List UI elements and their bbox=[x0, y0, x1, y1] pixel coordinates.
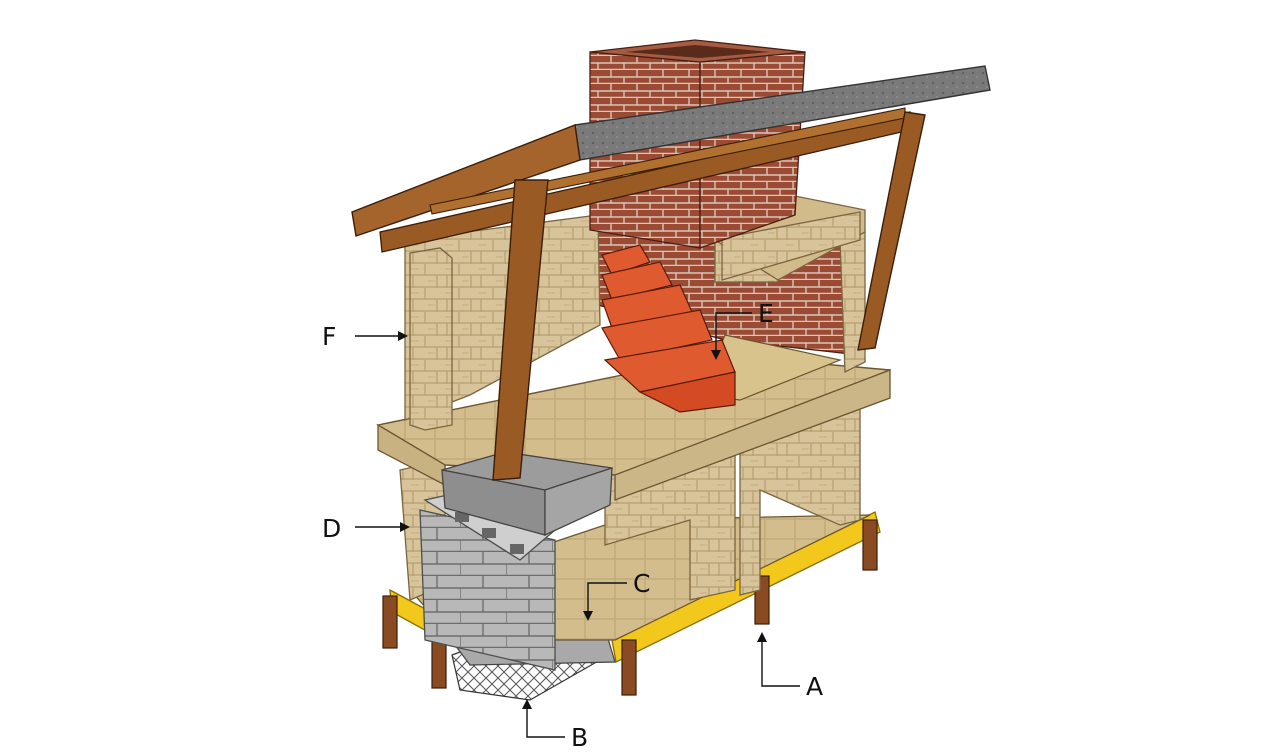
block-core bbox=[455, 512, 469, 522]
leader-b bbox=[526, 707, 565, 738]
firebrick-row bbox=[638, 371, 736, 413]
arrow-f bbox=[398, 331, 408, 341]
arrow-d bbox=[400, 522, 410, 532]
label-e: E bbox=[758, 299, 774, 328]
stake bbox=[862, 519, 878, 571]
arrow-e bbox=[711, 350, 721, 360]
firebrick-stack bbox=[601, 244, 736, 413]
arrow-b bbox=[522, 699, 532, 709]
chimney-flue-opening bbox=[625, 45, 770, 58]
leader-c bbox=[587, 582, 627, 613]
lower-stone-wall-right bbox=[739, 404, 861, 596]
label-d: D bbox=[322, 514, 341, 543]
stone-pillar-right bbox=[839, 231, 866, 374]
stake bbox=[382, 595, 398, 649]
firebrick-row bbox=[601, 261, 673, 301]
leader-a bbox=[761, 640, 800, 687]
label-c: C bbox=[633, 569, 650, 598]
callouts: F D E C A B bbox=[322, 299, 823, 752]
mantel-beam bbox=[721, 211, 861, 281]
stake bbox=[621, 639, 637, 696]
arrow-a bbox=[757, 632, 767, 642]
block-core bbox=[510, 544, 524, 554]
stone-pillar-left bbox=[409, 247, 453, 431]
label-f: F bbox=[322, 322, 336, 351]
arrow-c bbox=[583, 611, 593, 621]
leader-e bbox=[715, 312, 752, 352]
firebrick-row bbox=[601, 244, 651, 276]
stone-wall-left bbox=[404, 214, 601, 421]
label-b: B bbox=[571, 723, 588, 752]
label-a: A bbox=[806, 672, 823, 701]
post-right bbox=[857, 111, 926, 351]
concrete-lintel-right bbox=[544, 467, 613, 537]
block-core bbox=[482, 528, 496, 538]
firebrick-row bbox=[601, 309, 713, 361]
roof bbox=[351, 65, 991, 481]
post-front bbox=[492, 179, 549, 481]
roof-rafter-front bbox=[351, 124, 581, 237]
hearth-right-edge bbox=[614, 369, 891, 501]
